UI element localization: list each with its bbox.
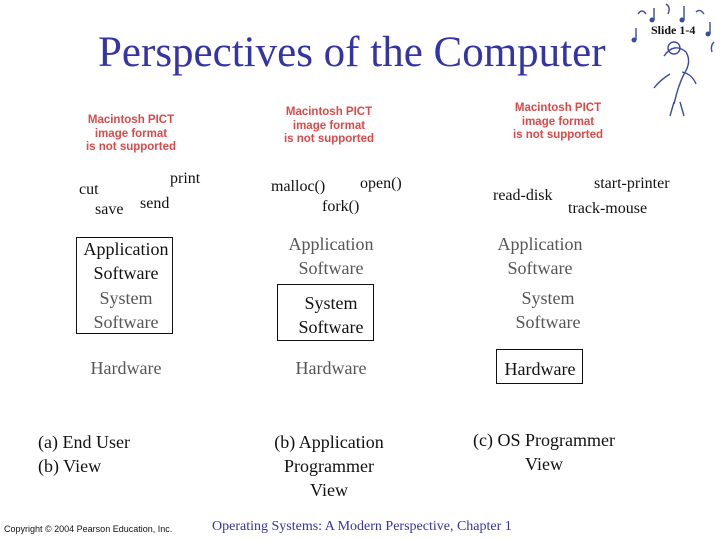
system-software-layer: System Software	[74, 286, 178, 334]
command-track-mouse: track-mouse	[568, 200, 648, 217]
command-save: save	[95, 201, 124, 218]
layer-line: Software	[93, 263, 159, 283]
command-malloc: malloc()	[271, 178, 326, 195]
application-software-layer: Application Software	[488, 232, 592, 280]
placeholder-line: is not supported	[85, 141, 177, 153]
caption-a: (a) End User (b) View	[38, 430, 130, 478]
layer-line: Software	[298, 317, 364, 337]
command-cut: cut	[79, 181, 99, 198]
placeholder-line: image format	[94, 127, 168, 140]
command-read-disk: read-disk	[493, 187, 553, 204]
layer-line: Software	[507, 258, 573, 278]
hardware-layer: Hardware	[504, 359, 576, 379]
layer-line: Application	[497, 234, 583, 254]
caption-line: (a) End User	[38, 432, 130, 452]
copyright-notice: Copyright © 2004 Pearson Education, Inc.	[4, 524, 173, 534]
command-send: send	[140, 195, 170, 212]
layer-line: System	[99, 288, 153, 308]
caption-line: (b) View	[38, 456, 102, 476]
hardware-layer: Hardware	[295, 358, 367, 378]
caption-c: (c) OS Programmer View	[466, 428, 622, 476]
placeholder-line: Macintosh PICT	[87, 114, 175, 126]
system-software-layer: System Software	[277, 291, 385, 339]
placeholder-line: image format	[292, 119, 366, 132]
layer-line: Application	[83, 239, 169, 259]
hardware-layer: Hardware	[90, 358, 162, 378]
placeholder-line: is not supported	[283, 133, 375, 145]
caption-line: Programmer	[284, 456, 374, 476]
application-software-layer: Application Software	[74, 237, 178, 285]
music-notes-decoration-icon	[631, 3, 715, 117]
placeholder-line: image format	[521, 115, 595, 128]
caption-line: View	[525, 454, 563, 474]
layer-line: Software	[298, 258, 364, 278]
system-software-layer: System Software	[496, 286, 600, 334]
command-fork: fork()	[322, 198, 360, 215]
layer-line: Software	[93, 312, 159, 332]
caption-b: (b) Application Programmer View	[262, 430, 396, 502]
book-title-footer: Operating Systems: A Modern Perspective,…	[212, 519, 512, 534]
caption-line: (c) OS Programmer	[473, 430, 615, 450]
layer-line: Software	[515, 312, 581, 332]
placeholder-line: Macintosh PICT	[285, 106, 373, 118]
page-title: Perspectives of the Computer	[98, 29, 606, 76]
placeholder-line: is not supported	[512, 129, 604, 141]
command-start-printer: start-printer	[594, 175, 670, 192]
caption-line: (b) Application	[274, 432, 384, 452]
slide-number: Slide 1-4	[651, 23, 696, 37]
caption-line: View	[310, 480, 348, 500]
command-print: print	[170, 170, 201, 187]
layer-line: System	[521, 288, 575, 308]
command-open: open()	[360, 175, 402, 192]
layer-line: Application	[288, 234, 374, 254]
placeholder-line: Macintosh PICT	[514, 102, 602, 114]
unsupported-image-placeholder: Macintosh PICT image format is not suppo…	[269, 106, 389, 147]
unsupported-image-placeholder: Macintosh PICT image format is not suppo…	[71, 114, 191, 155]
layer-line: System	[304, 293, 358, 313]
unsupported-image-placeholder: Macintosh PICT image format is not suppo…	[498, 102, 618, 143]
application-software-layer: Application Software	[277, 232, 385, 280]
